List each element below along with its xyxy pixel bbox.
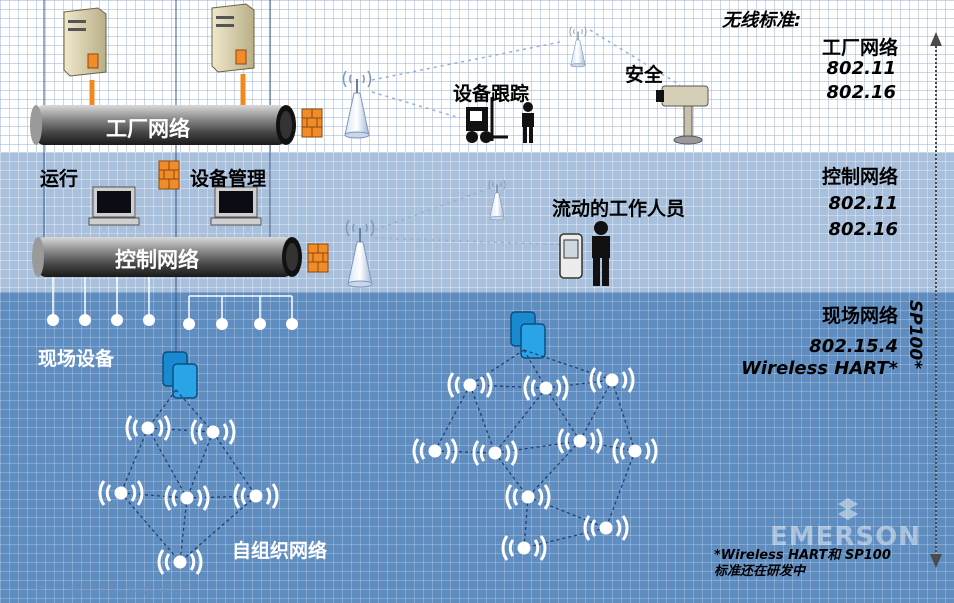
standards-axis-arrow: [930, 32, 942, 568]
control-network-standard: 802.16: [828, 219, 898, 240]
control-network-pipe-label: 控制网络: [115, 248, 199, 272]
control-network-standard-name: 控制网络: [821, 166, 898, 188]
field-network-standard: 802.15.4: [809, 336, 898, 357]
confidential-notice: Emerson Confidential: [70, 584, 189, 597]
wireless-device-icon: [501, 534, 547, 562]
server-icon: [211, 3, 255, 73]
wireless-device-icon: [190, 418, 236, 446]
computer-icon: [88, 186, 140, 226]
emerson-logo-text: EMERSON: [770, 522, 922, 552]
mobile-worker-icon: [592, 221, 610, 286]
radio-links: [371, 29, 681, 246]
firewall-icon: [301, 108, 323, 138]
access-point-antenna-icon: [342, 70, 372, 139]
server-icon: [63, 7, 107, 77]
wireless-device-icon: [589, 366, 635, 394]
wireless-device-icon: [612, 437, 658, 465]
wireless-device-icon: [233, 482, 279, 510]
footnote-line-2: 标准还在研发中: [714, 564, 806, 579]
wireless-device-icon: [472, 439, 518, 467]
security-label: 安全: [625, 64, 664, 86]
wireless-device-icon: [505, 483, 551, 511]
wireless-field-devices: [98, 366, 658, 576]
self-organizing-network-label: 自组织网络: [232, 540, 328, 562]
wireless-gateway-icon: [510, 311, 546, 359]
wireless-device-icon: [412, 437, 458, 465]
wireless-standards-heading: 无线标准:: [722, 10, 802, 31]
wireless-device-icon: [557, 427, 603, 455]
footnote-line-1: *Wireless HART和 SP100: [714, 548, 891, 563]
mobile-workers-label: 流动的工作人员: [552, 198, 686, 220]
page-number: 3: [36, 584, 43, 597]
field-network-band: [0, 292, 954, 603]
wireless-device-icon: [523, 374, 569, 402]
security-camera-icon: [656, 85, 709, 145]
asset-tracking-label: 设备跟踪: [453, 83, 530, 105]
sp100-axis-label: SP100*: [905, 300, 925, 370]
wireless-device-icon: [125, 414, 171, 442]
wireless-device-icon: [157, 548, 203, 576]
access-point-antenna-icon: [345, 219, 375, 288]
operations-label: 运行: [40, 168, 79, 190]
field-network-standard-name: 现场网络: [821, 305, 898, 327]
firewall-icon: [307, 243, 329, 273]
worker-icon: [522, 102, 534, 143]
computer-icon: [210, 186, 262, 226]
forklift-icon: [466, 97, 508, 143]
plant-network-pipe-label: 工厂网络: [106, 117, 190, 141]
plant-network-standard: 802.16: [826, 82, 896, 103]
firewall-icon: [158, 160, 180, 190]
wireless-device-icon: [583, 514, 629, 542]
emerson-logo-icon: [838, 498, 858, 520]
field-devices-label: 现场设备: [38, 348, 115, 370]
plant-network-standard-name: 工厂网络: [821, 37, 898, 59]
wireless-gateway-icon: [162, 351, 198, 399]
plant-network-standard: 802.11: [826, 58, 896, 79]
control-network-pipe: [32, 237, 302, 277]
wireless-device-icon: [447, 371, 493, 399]
remote-antenna-icon: [488, 179, 506, 221]
field-network-standard: Wireless HART*: [741, 358, 898, 379]
field-device-nodes: [47, 314, 298, 330]
plant-network-pipe: [30, 105, 296, 145]
handheld-device-icon: [559, 233, 583, 279]
remote-antenna-icon: [569, 26, 587, 68]
wireless-device-icon: [164, 484, 210, 512]
wireless-device-icon: [98, 479, 144, 507]
control-network-standard: 802.11: [828, 193, 898, 214]
device-management-label: 设备管理: [190, 168, 267, 190]
